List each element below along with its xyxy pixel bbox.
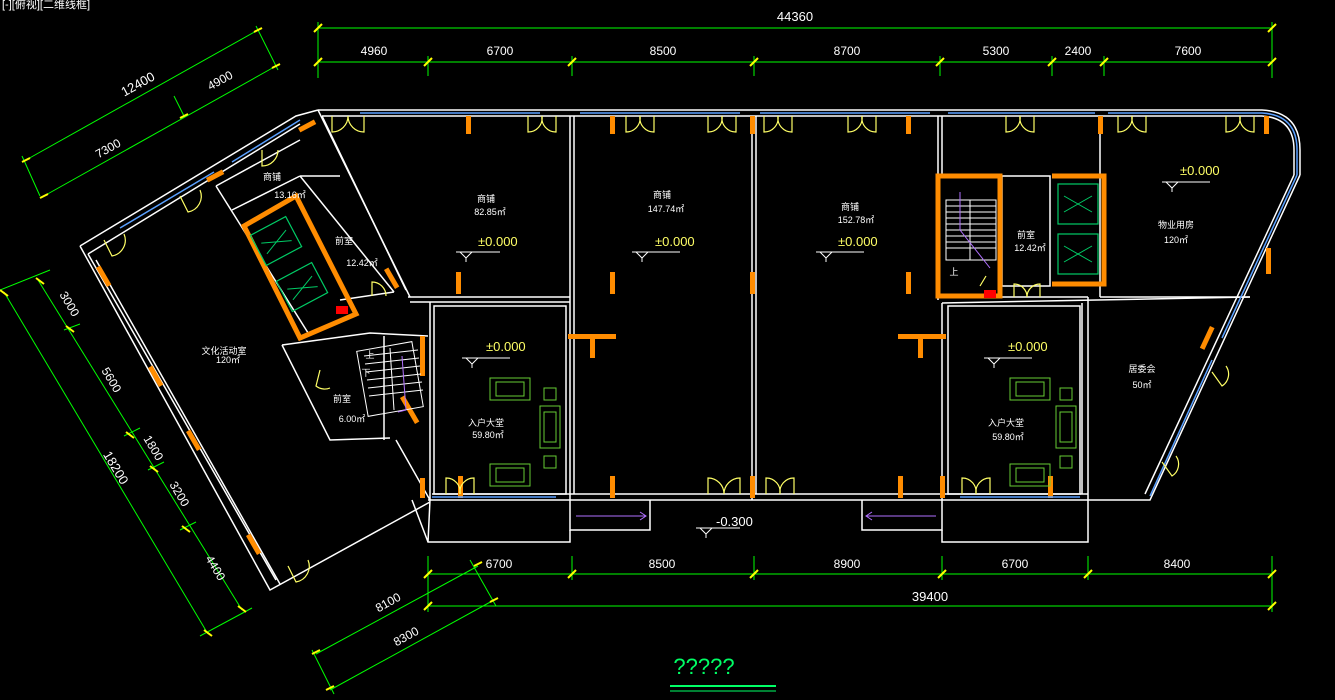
elevation-symbols bbox=[456, 181, 1210, 538]
viewport-label[interactable]: [-][俯视][二维线框] bbox=[2, 0, 90, 11]
dimension-left-bottom bbox=[311, 559, 497, 695]
dim-left-side-seg: 3000 bbox=[57, 289, 83, 319]
dim-top-seg: 2400 bbox=[1065, 44, 1092, 58]
room-area: 13.16㎡ bbox=[274, 190, 306, 200]
room-name: 前室 bbox=[333, 393, 351, 404]
dimension-left-top-ticks bbox=[21, 27, 281, 199]
dim-left-top-seg: 4900 bbox=[205, 68, 235, 93]
lobby-furniture-right bbox=[1009, 377, 1077, 487]
stair-label: 上 bbox=[949, 267, 958, 277]
dim-bottom-total: 39400 bbox=[912, 589, 948, 604]
drawing-title: ????? bbox=[673, 654, 734, 679]
dim-bottom-seg: 8500 bbox=[649, 557, 676, 571]
dim-left-side-seg: 4400 bbox=[203, 553, 229, 583]
dim-left-side-total: 18200 bbox=[100, 448, 131, 487]
dim-bottom-seg: 6700 bbox=[1002, 557, 1029, 571]
dimension-left-side bbox=[0, 269, 253, 637]
elevation-label: ±0.000 bbox=[1008, 339, 1048, 354]
dimension-left-bottom-ticks bbox=[311, 561, 499, 691]
room-area: 147.74㎡ bbox=[648, 204, 685, 214]
dim-left-side-seg: 1800 bbox=[141, 433, 167, 463]
dimension-top-ticks bbox=[313, 23, 1277, 67]
dim-bottom-seg: 6700 bbox=[486, 557, 513, 571]
room-area: 59.80㎡ bbox=[992, 432, 1024, 442]
room-name: 入户大堂 bbox=[468, 417, 504, 428]
room-area: 152.78㎡ bbox=[838, 215, 875, 225]
dim-left-top-seg: 7300 bbox=[93, 136, 123, 161]
room-area: 12.42㎡ bbox=[346, 258, 378, 268]
room-area: 59.80㎡ bbox=[472, 430, 504, 440]
room-name: 居委会 bbox=[1128, 363, 1155, 374]
room-area: 12.42㎡ bbox=[1014, 243, 1046, 253]
dimension-bottom-ticks bbox=[423, 569, 1277, 611]
dim-top-seg: 8500 bbox=[650, 44, 677, 58]
title-underline bbox=[670, 685, 776, 692]
dim-bottom-seg: 8400 bbox=[1164, 557, 1191, 571]
room-name: 商铺 bbox=[263, 171, 281, 182]
windows bbox=[119, 112, 1298, 498]
dim-top-seg: 8700 bbox=[834, 44, 861, 58]
room-name: 商铺 bbox=[841, 201, 859, 212]
room-area: 6.00㎡ bbox=[339, 414, 366, 424]
dimension-top bbox=[317, 22, 1273, 78]
dimension-bottom bbox=[427, 556, 1273, 612]
room-name: 文化活动室 bbox=[201, 345, 246, 356]
room-name: 商铺 bbox=[653, 189, 671, 200]
doors bbox=[103, 115, 1255, 583]
room-area: 120㎡ bbox=[1164, 235, 1188, 245]
dim-left-top-total: 12400 bbox=[118, 69, 157, 100]
stair-label: 下 bbox=[361, 368, 370, 378]
elevator-core-left bbox=[240, 192, 360, 342]
room-area: 82.85㎡ bbox=[474, 207, 506, 217]
dim-top-seg: 7600 bbox=[1175, 44, 1202, 58]
room-area: 50㎡ bbox=[1132, 380, 1151, 390]
porch-markers bbox=[576, 511, 936, 521]
elevation-label: ±0.000 bbox=[838, 234, 878, 249]
room-name: 商铺 bbox=[477, 193, 495, 204]
stair-right bbox=[945, 192, 997, 269]
building-walls bbox=[79, 109, 1301, 592]
dim-bottom-seg: 8900 bbox=[834, 557, 861, 571]
dim-top-seg: 4960 bbox=[361, 44, 388, 58]
room-name: 入户大堂 bbox=[988, 417, 1024, 428]
elevation-label: ±0.000 bbox=[1180, 163, 1220, 178]
elevation-label: ±0.000 bbox=[655, 234, 695, 249]
dim-left-bottom: 8300 bbox=[391, 624, 421, 649]
room-name: 前室 bbox=[335, 235, 353, 246]
dim-left-side-seg: 5600 bbox=[99, 365, 125, 395]
elevation-label: ±0.000 bbox=[478, 234, 518, 249]
room-name: 前室 bbox=[1017, 229, 1035, 240]
dim-top-seg: 6700 bbox=[487, 44, 514, 58]
stair-label: 上 bbox=[365, 350, 374, 360]
room-area: 120㎡ bbox=[216, 355, 240, 365]
stair-left bbox=[356, 341, 424, 417]
elevation-label: ±0.000 bbox=[486, 339, 526, 354]
dimension-left-top bbox=[21, 25, 279, 197]
dimension-left-side-ticks bbox=[0, 277, 247, 637]
lobby-furniture-left bbox=[489, 377, 561, 487]
elevator-core-right bbox=[935, 173, 1107, 299]
room-name: 物业用房 bbox=[1158, 219, 1194, 230]
dim-top-seg: 5300 bbox=[983, 44, 1010, 58]
room-labels: 商铺 13.16㎡ 前室 12.42㎡ 商铺 82.85㎡ 商铺 147.74㎡… bbox=[201, 171, 1194, 442]
elevation-label: -0.300 bbox=[716, 514, 753, 529]
dim-left-bottom: 8100 bbox=[373, 590, 403, 615]
dim-top-total: 44360 bbox=[777, 9, 813, 24]
